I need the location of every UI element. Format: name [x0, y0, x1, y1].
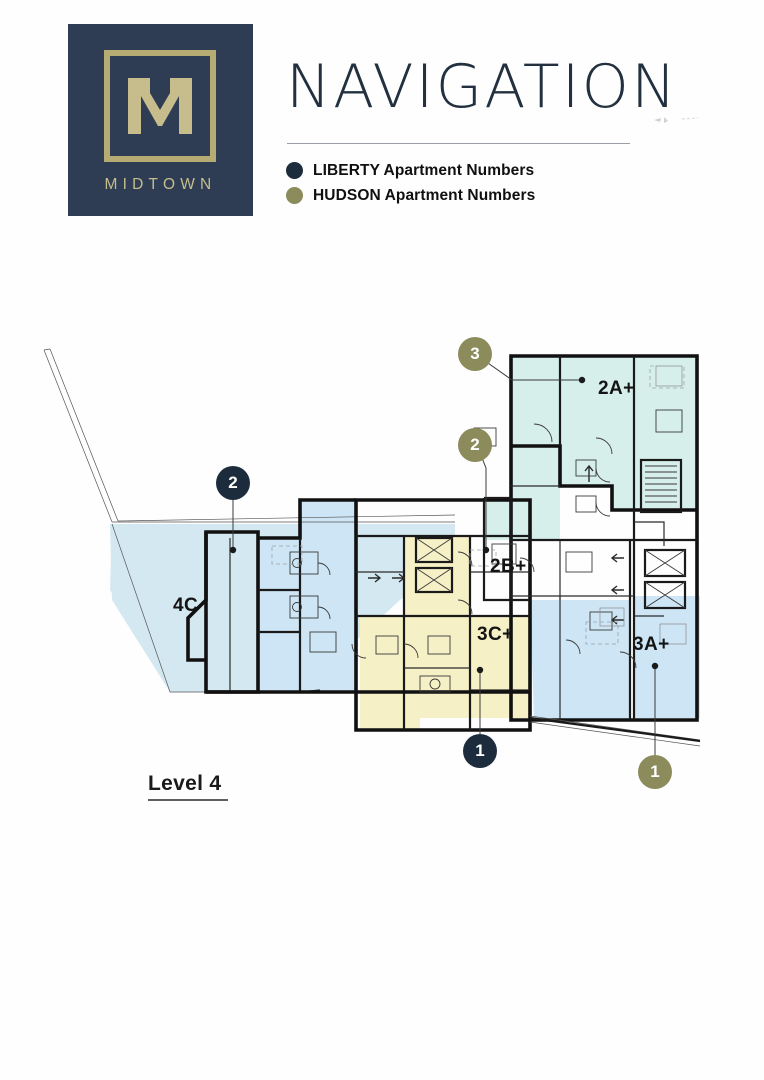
legend-label-hudson: HUDSON Apartment Numbers	[313, 186, 536, 204]
midtown-logo-frame	[104, 50, 216, 162]
floorplan-drawing: .wall { fill:none; stroke:#111111; strok…	[43, 348, 701, 772]
legend-dot-navy-icon	[286, 162, 303, 179]
marker-liberty-2[interactable]: 2	[216, 466, 250, 500]
marker-hudson-2[interactable]: 2	[458, 428, 492, 462]
page-header: MIDTOWN NAVIGATION LIBERTY Apartment Num…	[0, 0, 764, 260]
level-caption: Level 4	[148, 772, 222, 795]
terrace-sliver	[43, 348, 456, 523]
egress-arrows	[368, 464, 624, 625]
level-caption-underline	[148, 799, 228, 801]
legend-dot-khaki-icon	[286, 187, 303, 204]
marker-hudson-3[interactable]: 3	[458, 337, 492, 371]
unit-label-2b-plus: 2B+	[490, 556, 527, 577]
leader-dot	[482, 546, 490, 554]
brand-wordmark: MIDTOWN	[104, 176, 217, 193]
title-divider	[287, 143, 630, 144]
south-boundary	[206, 690, 701, 747]
elevator-core-east	[634, 458, 687, 617]
unit-label-3c-plus: 3C+	[477, 624, 514, 645]
midtown-m-monogram-icon	[128, 78, 192, 134]
door-swings	[317, 423, 637, 669]
legend-item-hudson: HUDSON Apartment Numbers	[286, 183, 535, 208]
elevator-cab-icon	[643, 580, 687, 610]
leader-dot	[578, 376, 586, 384]
elevator-cab-icon	[643, 548, 687, 578]
fill-unit-3a	[258, 500, 700, 720]
leader-dot	[476, 666, 484, 674]
unit-label-4c: 4C	[173, 595, 199, 616]
marker-leader-lines	[229, 355, 659, 772]
floorplan-container: .wall { fill:none; stroke:#111111; strok…	[0, 300, 764, 840]
legend-item-liberty: LIBERTY Apartment Numbers	[286, 158, 535, 183]
legend: LIBERTY Apartment Numbers HUDSON Apartme…	[286, 158, 535, 208]
legend-label-liberty: LIBERTY Apartment Numbers	[313, 161, 535, 179]
leader-dot	[651, 662, 659, 670]
elevator-core-center	[414, 536, 454, 594]
marker-liberty-1[interactable]: 1	[463, 734, 497, 768]
unit-label-2a-plus: 2A+	[598, 378, 635, 399]
elevator-cab-icon	[414, 536, 454, 564]
leader-dot	[229, 546, 237, 554]
marker-hudson-1[interactable]: 1	[638, 755, 672, 789]
soffit-dashes	[271, 365, 685, 645]
scan-artifact-icon	[654, 117, 699, 123]
page-title: NAVIGATION	[286, 52, 679, 122]
unit-label-3a-plus: 3A+	[633, 634, 670, 655]
midtown-logo-block: MIDTOWN	[68, 24, 253, 216]
fill-unit-2a	[484, 356, 697, 540]
elevator-cab-icon	[414, 566, 454, 594]
